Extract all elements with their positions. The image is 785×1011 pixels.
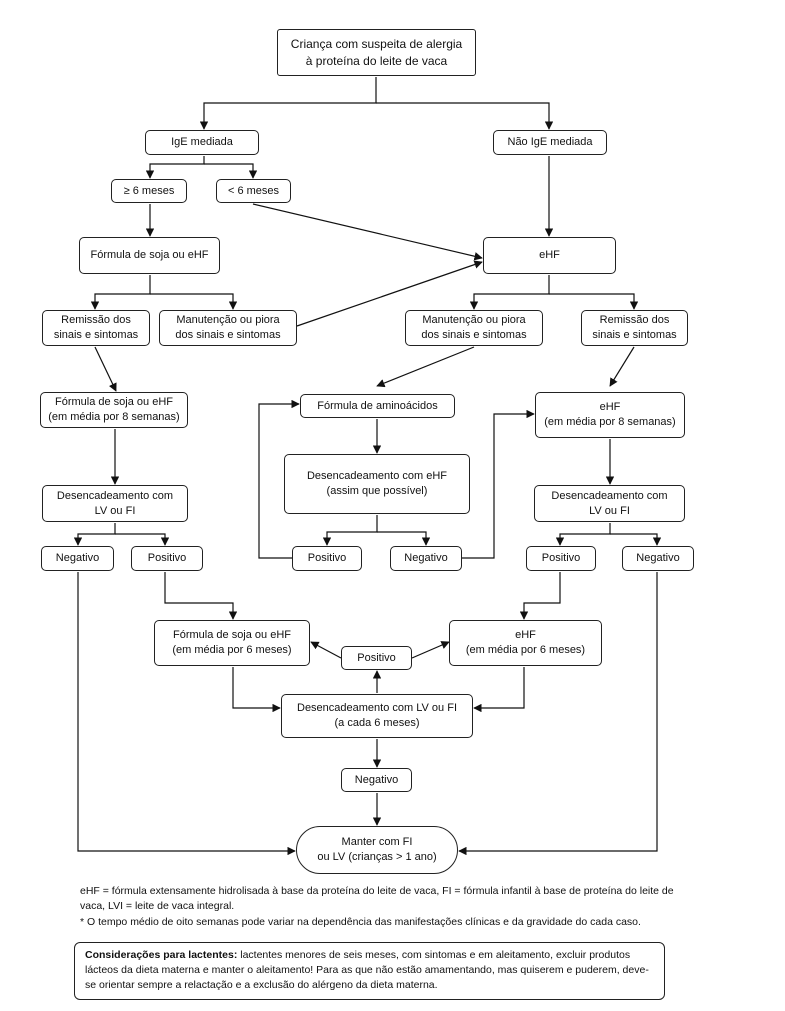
root-node: Criança com suspeita de alergia à proteí… (277, 29, 476, 76)
negative-right-node: Negativo (622, 546, 694, 571)
abbreviation-legend: eHF = fórmula extensamente hidrolisada à… (80, 885, 674, 912)
amino-acid-formula-node: Fórmula de aminoácidos (300, 394, 455, 418)
considerations-label: Considerações para lactentes: (85, 949, 238, 961)
challenge-left-node: Desencadeamento com LV ou FI (42, 485, 188, 522)
remission-left-node: Remissão dos sinais e sintomas (42, 310, 150, 346)
soy-or-ehf-node: Fórmula de soja ou eHF (79, 237, 220, 274)
age-ge6-node: ≥ 6 meses (111, 179, 187, 203)
negative-mid-node: Negativo (390, 546, 462, 571)
connector-arrow (377, 531, 431, 546)
ehf-8-weeks-node: eHF (em média por 8 semanas) (535, 392, 685, 438)
connector-arrow (94, 346, 117, 392)
connector-arrow (519, 572, 561, 620)
keep-cow-milk-node: Manter com FI ou LV (crianças > 1 ano) (296, 826, 458, 874)
connector-arrow (252, 203, 483, 261)
soy-8-weeks-node: Fórmula de soja ou eHF (em média por 8 s… (40, 392, 188, 428)
duration-footnote: * O tempo médio de oito semanas pode var… (80, 916, 641, 928)
ehf-challenge-node: Desencadeamento com eHF (assim que possí… (284, 454, 470, 514)
positive-left-node: Positivo (131, 546, 203, 571)
connector-arrow (199, 77, 377, 130)
connector-arrow (610, 533, 662, 546)
connector-arrow (73, 523, 116, 546)
connector-arrow (310, 641, 342, 659)
challenge-6-months-node: Desencadeamento com LV ou FI (a cada 6 m… (281, 694, 473, 738)
connector-arrow (609, 346, 635, 387)
considerations-text: lactentes menores de seis meses, com sin… (85, 949, 649, 992)
ehf-6-months-node: eHF (em média por 6 meses) (449, 620, 602, 666)
challenge-right-node: Desencadeamento com LV ou FI (534, 485, 685, 522)
connector-arrow (458, 572, 658, 856)
connector-arrow (77, 572, 296, 856)
connector-arrow (145, 156, 205, 179)
connector-arrow (258, 399, 300, 559)
connector-arrow (204, 163, 258, 179)
age-lt6-node: < 6 meses (216, 179, 291, 203)
connector-arrow (411, 641, 450, 659)
connector-arrow (322, 515, 378, 546)
persistence-left-node: Manutenção ou piora dos sinais e sintoma… (159, 310, 297, 346)
connector-arrow (115, 533, 170, 546)
connector-arrow (232, 667, 281, 713)
connector-arrow (473, 667, 525, 713)
connector-arrow (549, 293, 639, 310)
connector-arrow (376, 102, 554, 130)
connector-arrow (90, 275, 151, 310)
positive-right-node: Positivo (526, 546, 596, 571)
negative-left-node: Negativo (41, 546, 114, 571)
infant-considerations-box: Considerações para lactentes: lactentes … (74, 942, 665, 1000)
soy-6-months-node: Fórmula de soja ou eHF (em média por 6 m… (154, 620, 310, 666)
connector-arrow (555, 523, 611, 546)
ige-mediated-node: IgE mediada (145, 130, 259, 155)
remission-right-node: Remissão dos sinais e sintomas (581, 310, 688, 346)
positive-center-node: Positivo (341, 646, 412, 670)
positive-mid-node: Positivo (292, 546, 362, 571)
persistence-right-node: Manutenção ou piora dos sinais e sintoma… (405, 310, 543, 346)
connector-arrow (150, 293, 238, 310)
connector-arrow (462, 409, 535, 559)
connector-arrow (164, 572, 238, 620)
negative-center-node: Negativo (341, 768, 412, 792)
connector-arrow (376, 346, 475, 388)
connector-arrow (296, 260, 483, 327)
non-ige-mediated-node: Não IgE mediada (493, 130, 607, 155)
ehf-main-node: eHF (483, 237, 616, 274)
connector-arrow (469, 275, 550, 310)
